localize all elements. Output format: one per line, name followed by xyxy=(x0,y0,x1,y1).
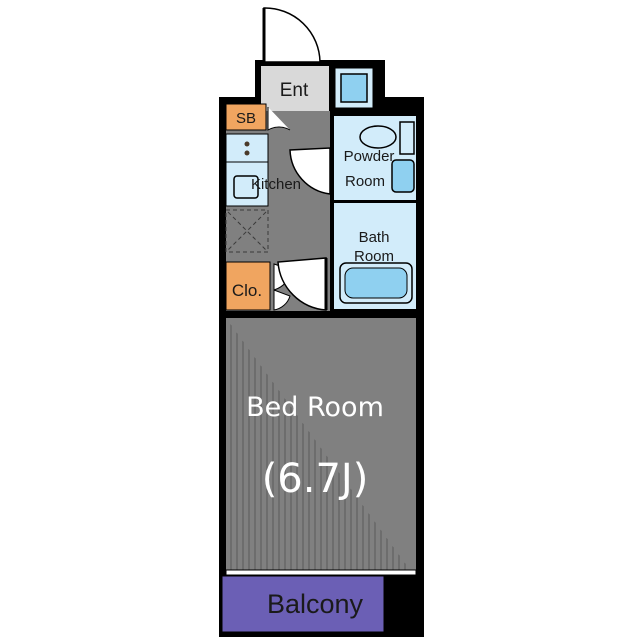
bed-room-size: (6.7J) xyxy=(262,456,369,502)
shoe-box-label: SB xyxy=(236,110,256,127)
balcony-label: Balcony xyxy=(267,589,364,619)
bathtub-inner-icon xyxy=(344,267,408,299)
window-sash xyxy=(225,569,417,576)
shoe-box xyxy=(225,103,267,131)
fridge-cross xyxy=(227,211,267,251)
closet-label: Clo. xyxy=(232,281,262,300)
powder-room-door[interactable] xyxy=(289,147,331,195)
shoe-box-door xyxy=(267,107,291,131)
sink-icon xyxy=(233,175,259,199)
powder-room-label-1: Powder xyxy=(344,148,395,165)
entrance-door[interactable] xyxy=(262,7,321,63)
washing-machine-icon xyxy=(391,159,415,193)
stove-burner-icon xyxy=(244,150,250,156)
bed-room-label: Bed Room xyxy=(246,392,384,423)
entrance-floor xyxy=(261,66,329,111)
stove-burner-icon xyxy=(244,141,250,147)
bedroom-door[interactable] xyxy=(277,257,328,311)
washbasin-counter-icon xyxy=(399,121,415,155)
bath-room-label-1: Bath xyxy=(359,229,390,246)
partition-wall xyxy=(226,311,416,318)
fridge-cross xyxy=(227,211,267,251)
closet xyxy=(225,261,271,311)
kitchen-label: Kitchen xyxy=(251,176,301,193)
bath-room-label-2: Room xyxy=(354,248,394,265)
powder-room-label-2: Room xyxy=(345,173,385,190)
meter-box-inner xyxy=(340,73,368,103)
fridge-space xyxy=(225,209,269,253)
balcony xyxy=(221,575,385,633)
washbasin-icon xyxy=(359,125,397,149)
entrance-label: Ent xyxy=(280,80,309,101)
